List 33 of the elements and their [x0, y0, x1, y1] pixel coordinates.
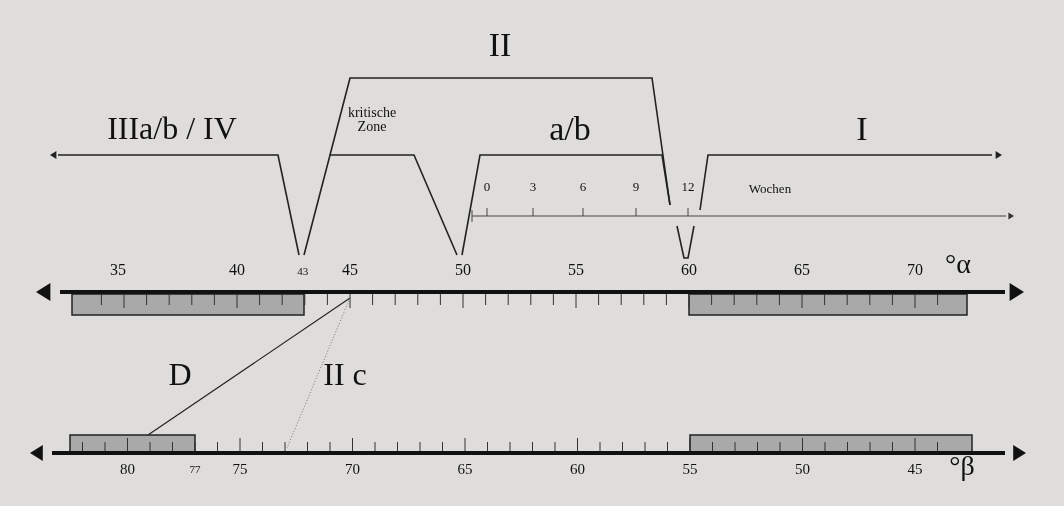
axis-unit-label: Wochen: [748, 182, 792, 195]
angle-number: 45: [907, 462, 923, 477]
angle-number: 65: [794, 262, 810, 278]
week-number: 6: [579, 180, 587, 193]
angle-number: 43: [297, 266, 309, 277]
angle-number: 80: [120, 462, 135, 477]
angle-number: 35: [110, 262, 126, 278]
angle-number: 45: [342, 262, 358, 278]
angle-number: 55: [682, 462, 698, 477]
type-label: IIIa/b / IV: [107, 112, 237, 144]
angle-number: 77: [189, 464, 201, 475]
type-label: D: [168, 358, 192, 390]
week-number: 9: [632, 180, 640, 193]
zone-label: kritische Zone: [346, 106, 398, 134]
angle-number: 75: [232, 462, 248, 477]
angle-number: 40: [229, 262, 245, 278]
type-label: II: [488, 28, 512, 62]
angle-number: 50: [795, 462, 810, 477]
angle-number: 55: [568, 262, 584, 278]
week-number: 0: [483, 180, 491, 193]
angle-number: 70: [345, 462, 360, 477]
angle-number: 50: [455, 262, 471, 278]
type-label: II c: [323, 358, 367, 390]
type-label: a/b: [549, 112, 591, 146]
angle-number: 65: [457, 462, 473, 477]
type-label: I: [856, 112, 868, 146]
week-number: 3: [529, 180, 537, 193]
week-number: 12: [681, 180, 695, 193]
angle-number: 60: [681, 262, 697, 278]
beta-unit-label: °β: [949, 452, 975, 480]
angle-number: 70: [907, 262, 923, 278]
angle-number: 60: [570, 462, 585, 477]
alpha-unit-label: °α: [945, 250, 971, 278]
